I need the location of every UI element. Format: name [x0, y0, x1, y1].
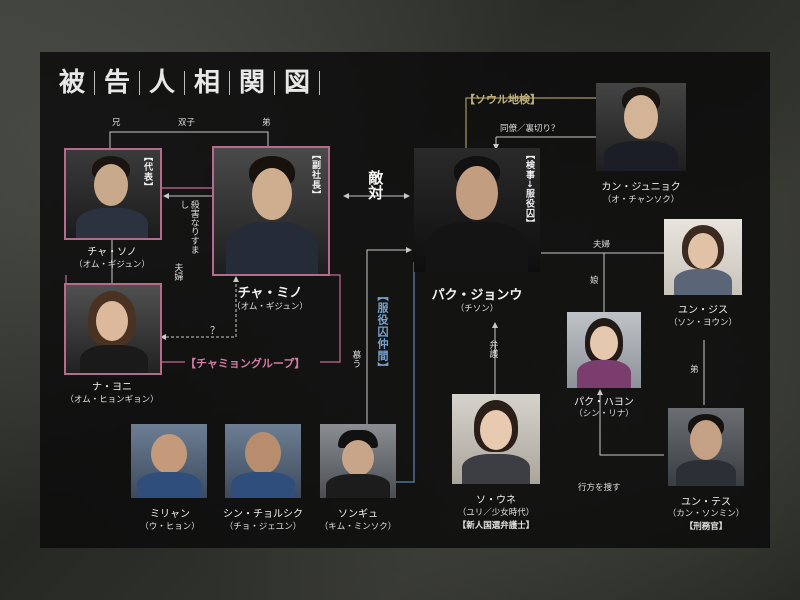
- label-colleague: 同僚／裏切り？: [500, 124, 560, 134]
- actor-miryang: （ウ・ヒョン）: [140, 522, 200, 532]
- title-separator: [139, 71, 140, 95]
- actor-shin-cheolsik: （チョ・ジェユン）: [224, 522, 302, 532]
- actor-songyu: （キム・ミンソク）: [319, 522, 397, 532]
- name-park-jeongwoo: パク・ジョンウ: [431, 288, 523, 303]
- portrait-na-yoni: [64, 283, 162, 375]
- label-admire: 慕う: [350, 350, 361, 368]
- title-char: 相: [194, 68, 221, 98]
- group-cha-group: 【チャミョングループ】: [185, 357, 306, 370]
- label-sibling: 弟: [690, 365, 699, 375]
- name-yoon-jisu: ユン・ジス: [678, 305, 728, 316]
- label-defend: 弁護: [487, 340, 498, 358]
- label-brother-younger: 弟: [262, 118, 271, 128]
- label-couple-right: 夫婦: [593, 240, 611, 250]
- portrait-miryang: [131, 424, 207, 498]
- actor-park-hayeon: （シン・リナ）: [574, 409, 634, 419]
- actor-kang-junhyuk: （オ・チャンソク）: [602, 195, 680, 205]
- title-char: 人: [149, 68, 176, 98]
- title-separator: [319, 71, 320, 95]
- portrait-shin-cheolsik: [225, 424, 301, 498]
- actor-cha-mino: （オム・ギジュン）: [232, 302, 308, 312]
- name-shin-cheolsik: シン・チョルシク: [223, 509, 303, 520]
- group-inmates: 【服役囚仲間】: [376, 290, 389, 374]
- tag-representative: 【代表】: [142, 152, 152, 192]
- title-char: 図: [284, 68, 311, 98]
- portrait-cha-mino: [212, 146, 330, 276]
- label-daughter: 娘: [590, 276, 599, 286]
- label-impersonate: 殺害なりすまし: [178, 200, 199, 254]
- title-char: 告: [104, 68, 131, 98]
- name-kang-junhyuk: カン・ジュニョク: [601, 182, 681, 193]
- label-couple-left: 夫婦: [172, 263, 183, 281]
- name-songyu: ソンギュ: [338, 509, 378, 520]
- actor-cha-sono: （オム・ギジュン）: [74, 260, 150, 270]
- actor-seo-eun: （ユリ／少女時代）: [457, 508, 535, 518]
- label-rival: 敵対: [366, 170, 385, 200]
- label-brother-older: 兄: [112, 118, 121, 128]
- portrait-cha-sono: [64, 148, 162, 240]
- title-separator: [274, 71, 275, 95]
- tag-vice-president: 【副社長】: [310, 150, 320, 200]
- role-seo-eun: 【新人国選弁護士】: [457, 521, 535, 531]
- tag-prosecutor-inmate: 【検事→服役囚】: [524, 150, 534, 229]
- portrait-seo-eun: [452, 394, 540, 484]
- name-park-hayeon: パク・ハヨン: [574, 397, 634, 408]
- portrait-park-jeongwoo: [414, 148, 540, 272]
- name-na-yoni: ナ・ヨニ: [92, 382, 132, 393]
- portrait-yoon-jisu: [664, 219, 742, 295]
- portrait-kang-junhyuk: [596, 83, 686, 171]
- title-separator: [229, 71, 230, 95]
- label-search: 行方を捜す: [578, 483, 621, 493]
- role-yoon-taesu: 【刑務官】: [684, 522, 728, 532]
- group-seoul-office: 【ソウル地検】: [464, 93, 541, 106]
- label-question: ？: [210, 326, 220, 337]
- name-yoon-taesu: ユン・テス: [681, 497, 731, 508]
- name-cha-sono: チャ・ソノ: [87, 247, 137, 258]
- actor-na-yoni: （オム・ヒョンギョン）: [65, 395, 159, 405]
- title-separator: [94, 71, 95, 95]
- name-miryang: ミリャン: [150, 509, 190, 520]
- portrait-park-hayeon: [567, 312, 641, 388]
- label-twins: 双子: [178, 118, 196, 128]
- portrait-yoon-taesu: [668, 408, 744, 486]
- portrait-songyu: [320, 424, 396, 498]
- actor-park-jeongwoo: （チソン）: [455, 304, 499, 314]
- actor-yoon-jisu: （ソン・ヨウン）: [668, 318, 737, 328]
- name-seo-eun: ソ・ウネ: [476, 495, 516, 506]
- title-separator: [184, 71, 185, 95]
- title-char: 被: [59, 68, 86, 98]
- title-char: 関: [239, 68, 266, 98]
- actor-yoon-taesu: （カン・ソンミン）: [667, 509, 745, 519]
- name-cha-mino: チャ・ミノ: [237, 286, 303, 301]
